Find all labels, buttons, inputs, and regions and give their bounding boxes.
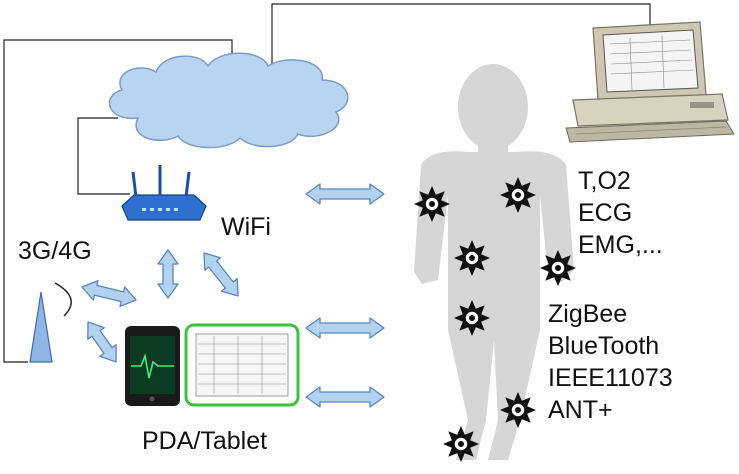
body-sensor-icon: [540, 250, 576, 286]
wifi-label: WiFi: [221, 213, 271, 241]
body-sensor-icon: [454, 240, 490, 276]
arrow-router-tablet: [203, 252, 239, 297]
desktop-computer-icon: [565, 21, 735, 143]
body-sensor-icon: [500, 177, 536, 213]
protocol-label: BlueTooth: [548, 332, 660, 360]
arrow-tower-phone: [81, 279, 137, 308]
smartphone-icon: [125, 326, 180, 406]
cloud-icon: [108, 52, 349, 149]
vital-sign-label: T,O2: [578, 167, 631, 195]
connection-arrows: [81, 183, 385, 408]
body-sensor-icon: [414, 186, 450, 222]
wifi-router-icon: [121, 165, 207, 221]
device-label: PDA/Tablet: [142, 427, 268, 455]
arrow-router-body: [305, 183, 385, 205]
body-sensor-icon: [500, 392, 536, 428]
network-wires: [3, 3, 651, 363]
arrow-tower-phone-lower: [87, 321, 117, 363]
wire-tower-to-cloud: [3, 39, 233, 363]
body-sensors: [414, 177, 576, 462]
vital-sign-label: EMG,...: [578, 231, 663, 259]
body-sensor-icon: [443, 426, 479, 462]
body-sensor-icon: [454, 300, 490, 336]
protocol-label: ANT+: [548, 396, 613, 424]
cellular-label: 3G/4G: [18, 237, 92, 265]
human-body-icon: [414, 64, 574, 460]
arrow-tablet-body-upper: [305, 317, 385, 339]
wire-cloud-to-computer: [271, 3, 651, 76]
protocol-label: IEEE11073: [548, 364, 673, 392]
vital-sign-label: ECG: [578, 199, 633, 227]
tablet-icon: [184, 323, 300, 407]
wire-cloud-to-router: [77, 117, 130, 195]
protocol-label: ZigBee: [548, 300, 628, 328]
cell-tower-icon: [29, 282, 72, 363]
arrow-router-phone: [157, 249, 179, 299]
arrow-tablet-body-lower: [305, 386, 385, 408]
